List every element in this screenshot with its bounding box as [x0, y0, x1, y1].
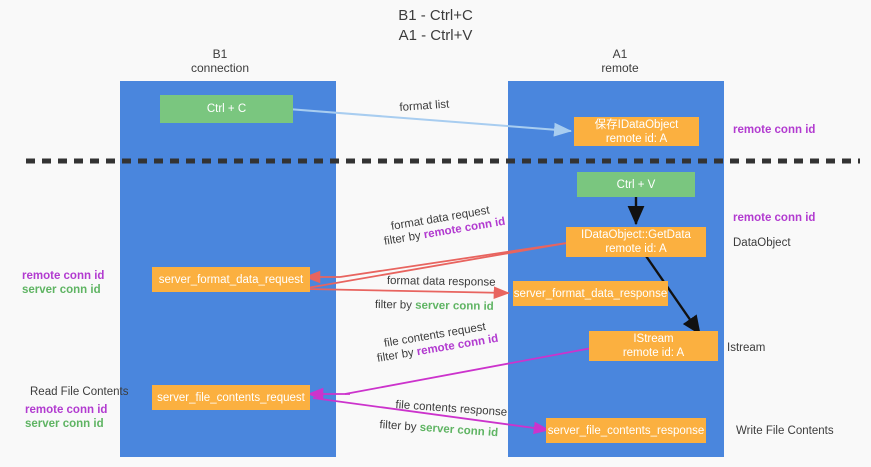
box-save-idataobject[interactable]: 保存IDataObject remote id: A: [574, 117, 699, 146]
annotation-istream: Istream: [727, 342, 766, 354]
arrow-getdata-to-istream: [645, 255, 701, 335]
arrow-format-list: [274, 107, 572, 137]
annotation-left-server-conn-id: server conn id: [22, 284, 101, 296]
lane-header-b1-line-1: B1: [212, 47, 228, 61]
annotation-read-file-contents: Read File Contents: [30, 386, 129, 398]
edge-label-format-data-response-filter-key: server conn id: [415, 299, 494, 313]
box-idataobject-getdata-line-2: remote id: A: [605, 243, 667, 255]
box-istream[interactable]: IStream remote id: A: [589, 331, 718, 361]
arrow-format-data-request-tail: [339, 242, 568, 278]
lane-header-b1-line-2: connection: [190, 61, 250, 75]
annotation-left-remote-conn-id: remote conn id: [22, 270, 105, 282]
box-ctrl-c[interactable]: Ctrl + C: [160, 95, 293, 123]
lane-header-a1-line-1: A1: [612, 47, 628, 61]
box-ctrl-v[interactable]: Ctrl + V: [577, 172, 695, 197]
box-idataobject-getdata-line-1: IDataObject::GetData: [581, 229, 691, 241]
page-title: B1 - Ctrl+C A1 - Ctrl+V: [0, 6, 871, 46]
annotation-remote-conn-id-top: remote conn id: [733, 124, 816, 136]
box-server-file-contents-response[interactable]: server_file_contents_response: [546, 418, 706, 443]
arrow-file-contents-response: [312, 397, 550, 435]
page-title-line-2: A1 - Ctrl+V: [398, 27, 473, 44]
edge-label-format-data-response-filter: filter by server conn id: [375, 298, 494, 315]
box-istream-line-1: IStream: [633, 333, 674, 345]
lane-header-b1: B1 connection: [140, 47, 300, 75]
box-save-idataobject-line-1: 保存IDataObject: [594, 118, 679, 131]
edge-label-format-data-response-text: format data response: [386, 274, 496, 289]
annotation-write-file-contents: Write File Contents: [736, 425, 834, 437]
box-server-format-data-response[interactable]: server_format_data_response: [513, 281, 668, 306]
box-server-file-contents-request[interactable]: server_file_contents_request: [152, 385, 310, 410]
lane-header-a1: A1 remote: [540, 47, 700, 75]
box-idataobject-getdata[interactable]: IDataObject::GetData remote id: A: [566, 227, 706, 257]
annotation-dataobject: DataObject: [733, 237, 791, 249]
page-title-line-1: B1 - Ctrl+C: [398, 7, 473, 24]
arrow-format-data-request: [306, 242, 568, 289]
box-istream-line-2: remote id: A: [622, 347, 685, 359]
box-save-idataobject-line-2: remote id: A: [605, 132, 668, 145]
edge-label-format-data-response: format data response: [387, 274, 496, 291]
annotation-remote-conn-id-mid: remote conn id: [733, 212, 816, 224]
edge-label-format-data-response-filter-prefix: filter by: [374, 298, 416, 312]
box-server-format-data-request[interactable]: server_format_data_request: [152, 267, 310, 292]
arrow-format-data-response: [306, 286, 510, 299]
lane-header-a1-line-2: remote: [601, 61, 639, 75]
edge-label-file-contents-response-filter-prefix: filter by: [379, 418, 421, 434]
annotation-left-remote-conn-id-2: remote conn id: [25, 404, 108, 416]
arrow-file-contents-request: [344, 347, 593, 395]
annotation-left-server-conn-id-2: server conn id: [25, 418, 104, 430]
